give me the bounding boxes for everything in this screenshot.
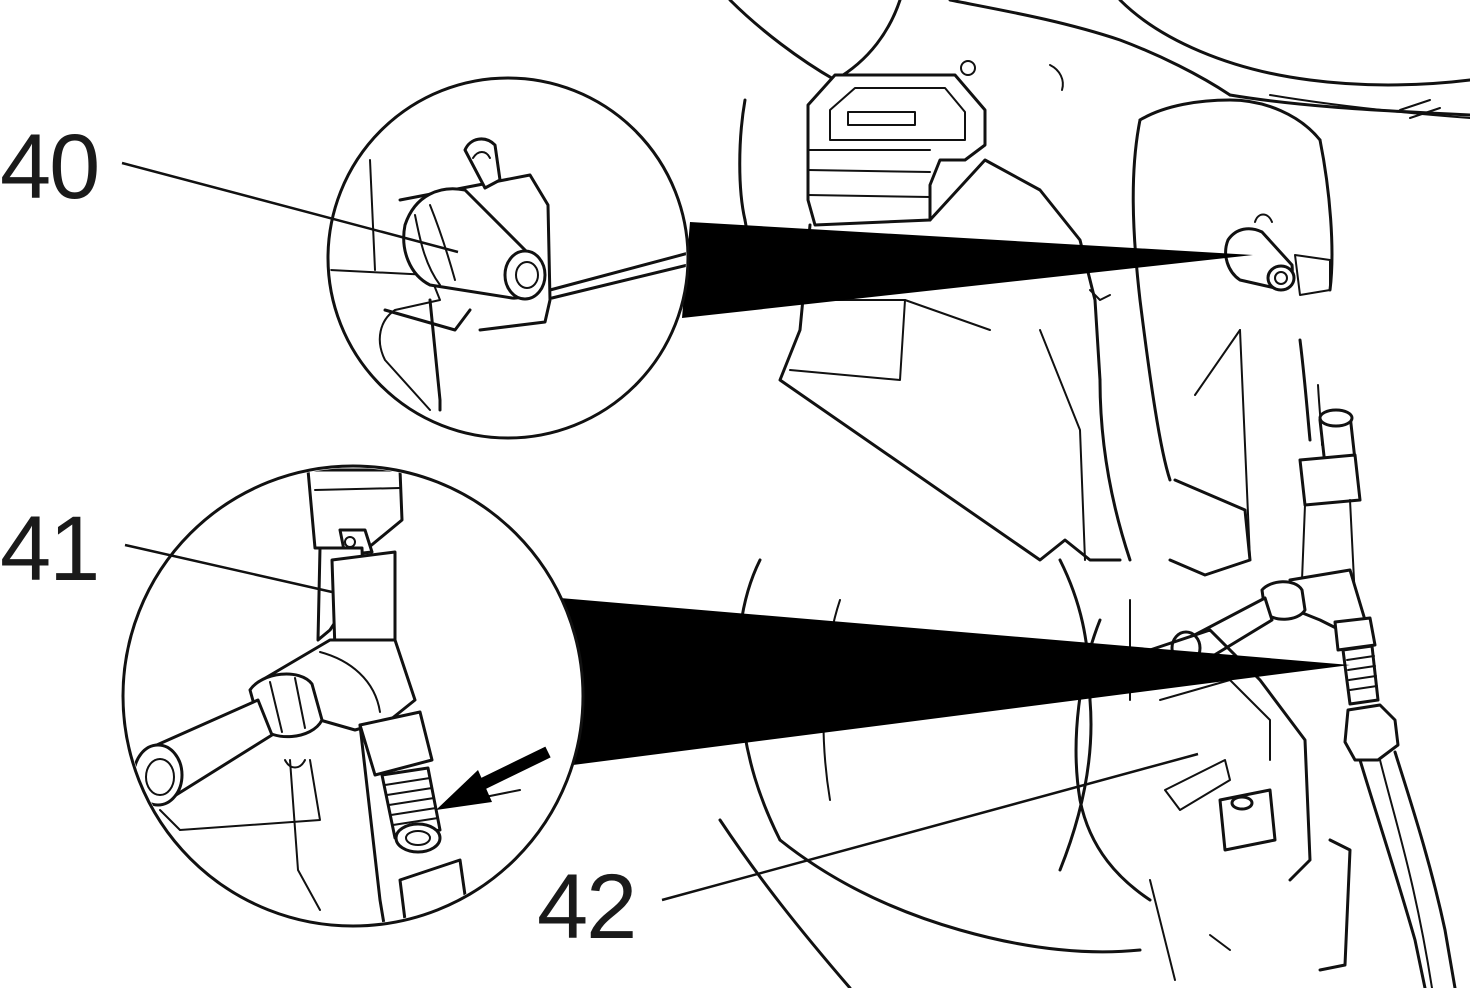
callout-42: 42 — [537, 856, 635, 958]
thread-lines — [384, 777, 439, 826]
leader-line-42 — [661, 752, 1199, 902]
zoom-beam-41 — [560, 598, 1350, 765]
zoom-beam-40 — [682, 222, 1253, 318]
nozzle-small — [1224, 213, 1296, 292]
detail-circle-41 — [121, 464, 585, 928]
leader-line-41 — [124, 543, 333, 594]
direction-arrow — [436, 746, 551, 810]
callout-41: 41 — [0, 498, 98, 600]
callout-40: 40 — [0, 116, 98, 218]
detail-circle-40 — [326, 76, 690, 440]
machine-body — [718, 0, 1470, 988]
leader-line-40 — [121, 161, 459, 254]
